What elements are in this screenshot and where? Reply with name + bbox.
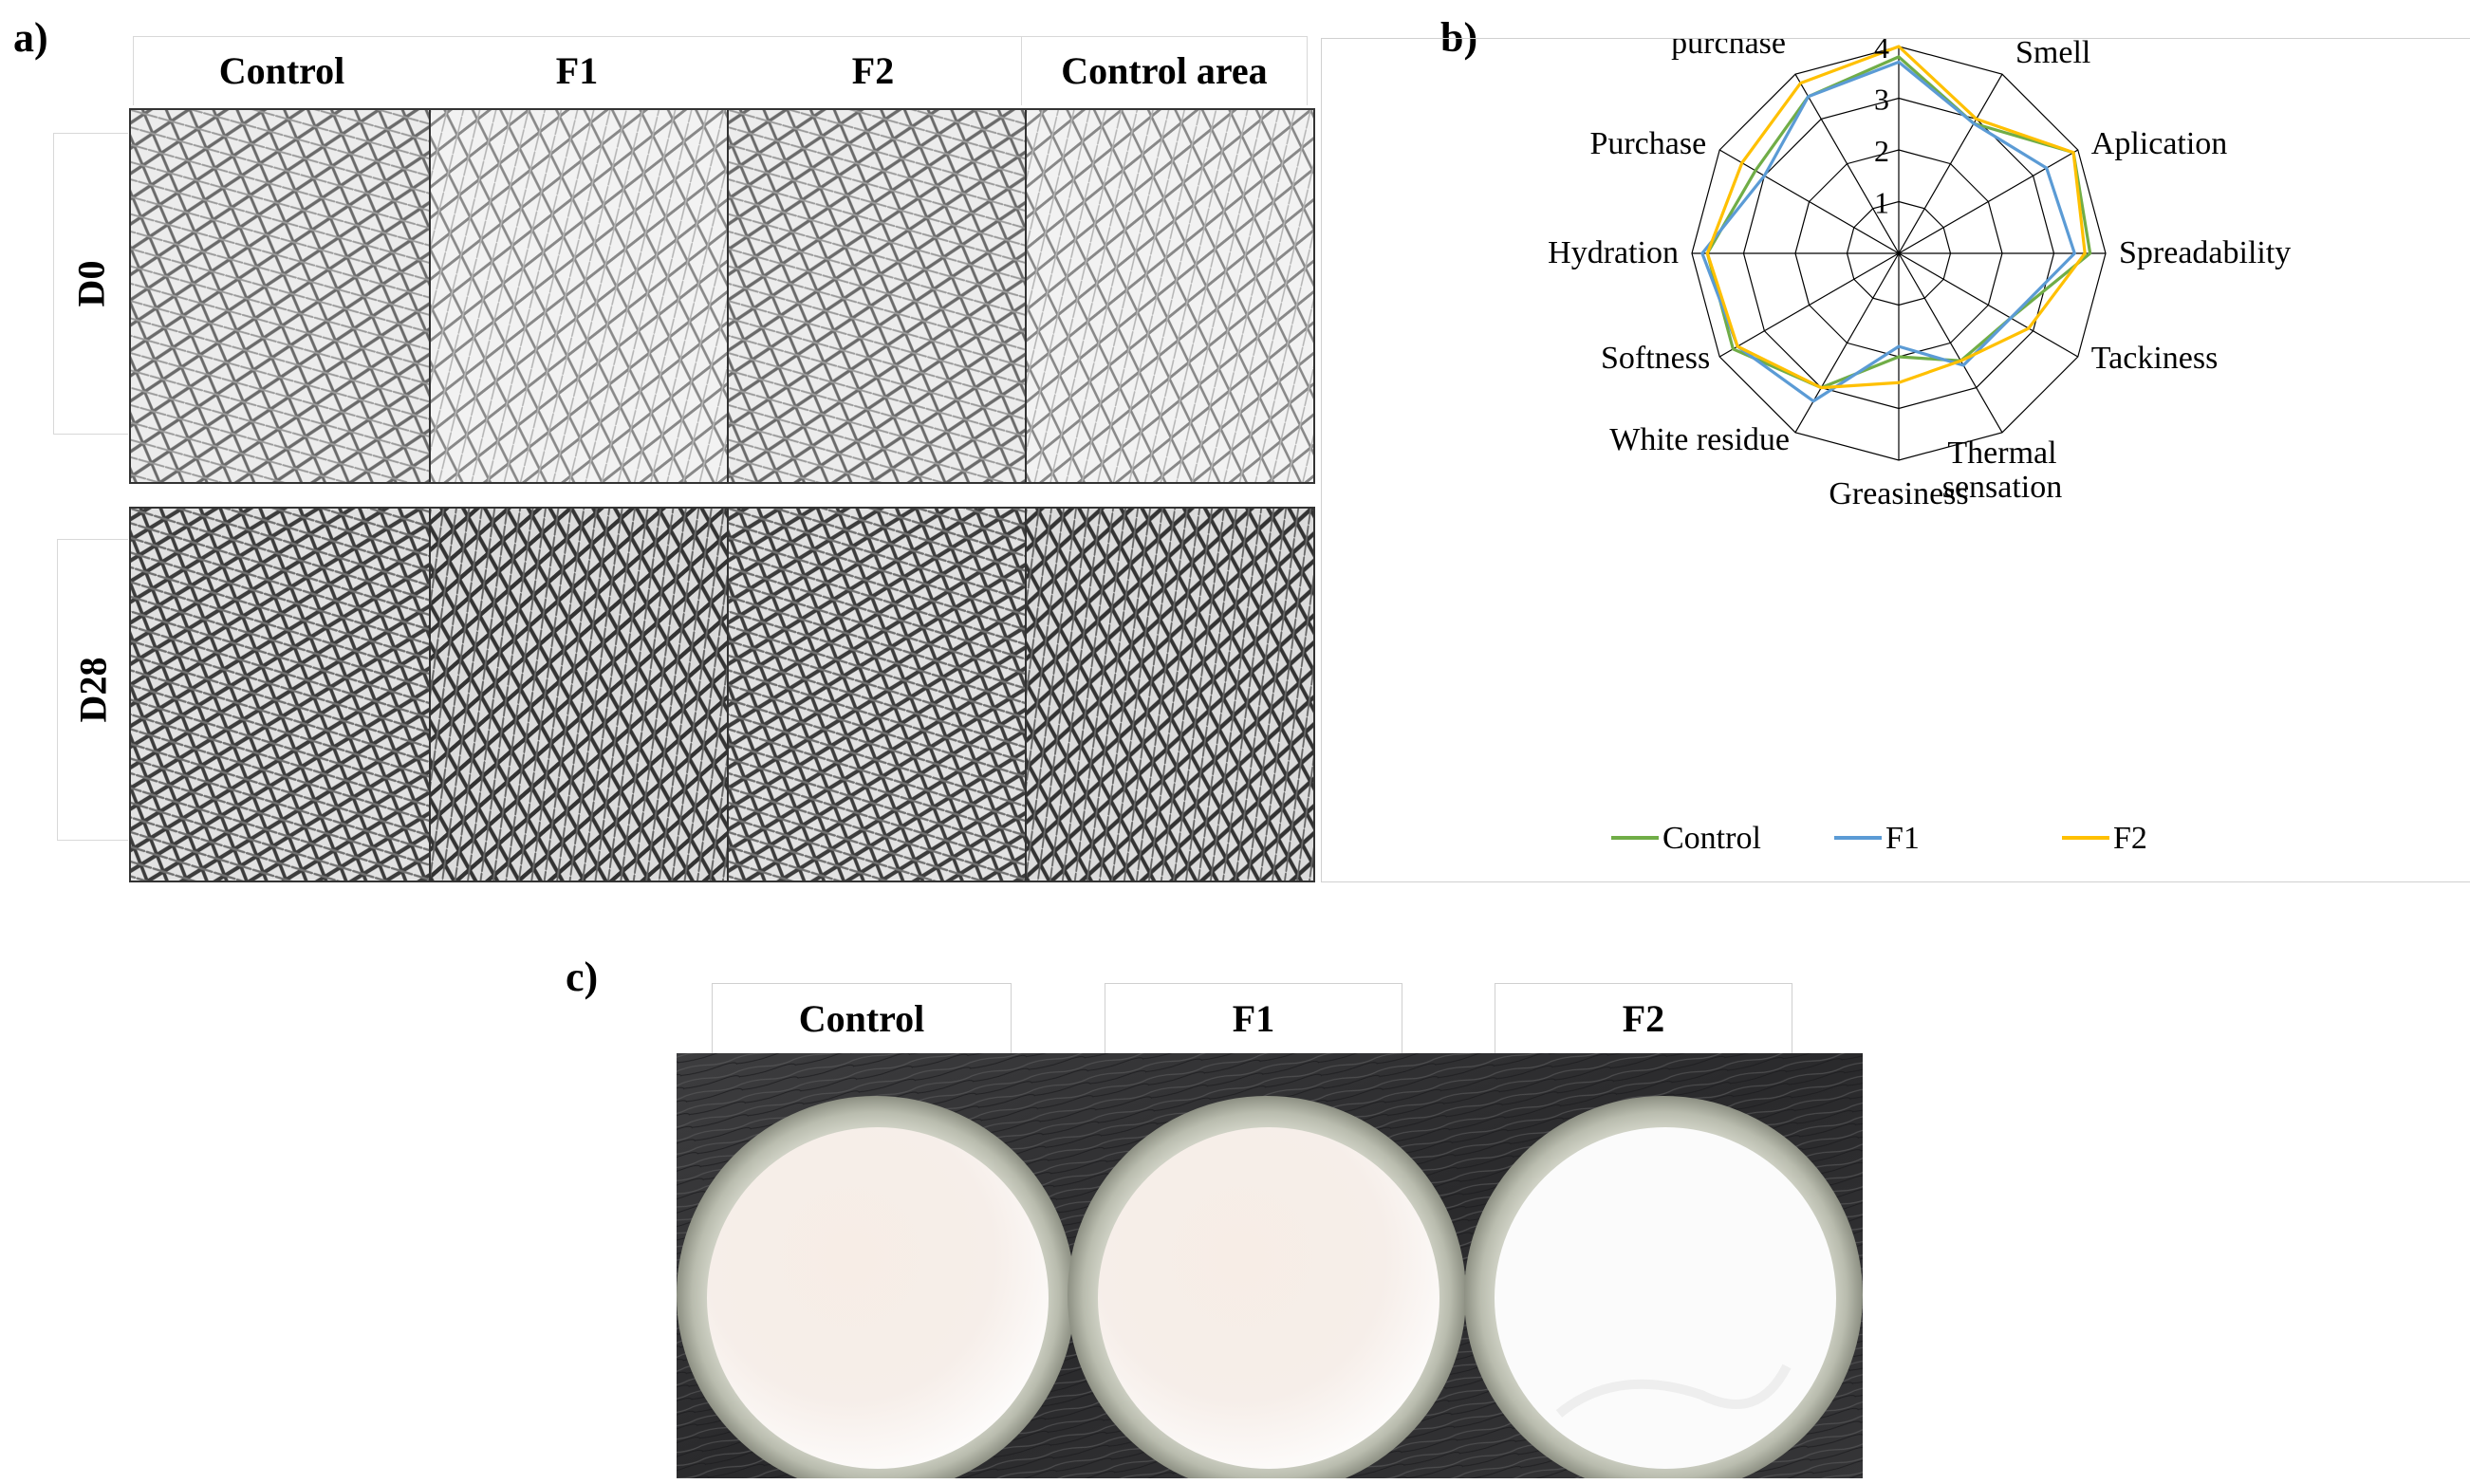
skin-texture-image: [729, 509, 1025, 881]
cream-jars-image: [677, 1053, 1863, 1484]
legend-label: F2: [2113, 821, 2147, 856]
radar-axis-label-line: Thermal: [1947, 436, 2056, 471]
radar-grid: [1691, 46, 2107, 461]
radar-axis-label: White residue: [1609, 422, 1790, 457]
radar-axis-label: Aplication: [2091, 126, 2228, 161]
skin-replica-d28-f2: [729, 509, 1027, 881]
legend-label: F1: [1885, 821, 1920, 856]
jar-control: [677, 1096, 1075, 1484]
row-label-d0: D0: [53, 133, 128, 435]
jar-f2: [1464, 1096, 1863, 1484]
radar-axis-label: Softness: [1601, 341, 1710, 376]
radar-axis-label: Hydration: [1548, 235, 1679, 270]
jar-header-f1: F1: [1105, 983, 1402, 1054]
radar-axis-label-line: sensation: [1942, 470, 2063, 505]
skin-replica-grid-d0: [129, 108, 1315, 484]
skin-replica-d0-control: [131, 110, 431, 482]
legend-label: Control: [1662, 821, 1761, 856]
radar-axis-label-line: Aplication: [2091, 126, 2228, 161]
radar-spoke: [1794, 252, 1900, 434]
radar-axis-label-line: Purchase: [1589, 126, 1706, 161]
panel-label-c: c): [566, 954, 599, 1000]
radar-series-f2: [1705, 45, 2087, 390]
radar-legend: Control F1 F2: [1611, 821, 2147, 856]
jar-header-control: Control: [712, 983, 1012, 1054]
skin-texture-image: [131, 110, 429, 482]
panel-label-b: b): [1440, 14, 1478, 61]
radar-spoke: [1898, 252, 2079, 358]
skin-replica-grid-d28: [129, 507, 1315, 882]
radar-axis-label-line: Greasiness: [1829, 476, 1968, 511]
radar-axis-label-line: Spreadability: [2119, 235, 2291, 270]
radar-tick-labels: 1 2 3 4: [1874, 30, 1889, 220]
skin-texture-image: [1027, 509, 1313, 881]
radar-axis-label-line: Hydration: [1548, 235, 1679, 270]
column-header-control: Control: [133, 36, 431, 105]
row-label-d0-text: D0: [69, 260, 113, 307]
radar-tick-label: 1: [1874, 186, 1889, 220]
panel-label-a: a): [13, 14, 48, 61]
radar-series-f1: [1700, 60, 2076, 403]
radar-axis-label: Tackiness: [2091, 341, 2219, 376]
jar-header-f2: F2: [1495, 983, 1792, 1054]
radar-tick-label: 3: [1874, 83, 1889, 117]
radar-tick-label: 2: [1874, 134, 1889, 168]
radar-spoke: [1898, 252, 2003, 434]
radar-axis-label: Purchase: [1589, 126, 1706, 161]
radar-series-group: [1700, 45, 2092, 403]
column-header-f2: F2: [725, 36, 1021, 105]
radar-axis-label: Smell: [2015, 39, 2090, 70]
jar-f1: [1068, 1096, 1466, 1484]
radar-spoke: [1718, 149, 1900, 254]
skin-replica-d28-control: [131, 509, 431, 881]
radar-spoke: [1898, 73, 2003, 254]
radar-axis-label: Spreadability: [2119, 235, 2291, 270]
skin-replica-d0-control-area: [1027, 110, 1313, 482]
radar-axis-label-line: Softness: [1601, 341, 1710, 376]
skin-texture-image: [729, 110, 1025, 482]
radar-axis-label-line: purchase: [1671, 39, 1786, 61]
radar-spoke: [1898, 149, 2079, 254]
column-header-control-area: Control area: [1021, 36, 1308, 105]
radar-axis-label: Sustainablepurchase: [1637, 39, 1786, 61]
skin-texture-image: [1027, 110, 1313, 482]
radar-spoke: [1718, 252, 1900, 358]
skin-replica-d28-f1: [431, 509, 729, 881]
row-label-d28-text: D28: [71, 657, 115, 723]
radar-axis-label-line: White residue: [1609, 422, 1790, 457]
column-header-f1: F1: [429, 36, 725, 105]
skin-texture-image: [131, 509, 429, 881]
radar-axis-label: Greasiness: [1829, 476, 1968, 511]
skin-replica-d0-f1: [431, 110, 729, 482]
skin-replica-d0-f2: [729, 110, 1027, 482]
radar-axis-label-line: Smell: [2015, 39, 2090, 70]
skin-texture-image: [431, 509, 727, 881]
skin-replica-d28-control-area: [1027, 509, 1313, 881]
radar-axis-label-line: Tackiness: [2091, 341, 2219, 376]
skin-texture-image: [431, 110, 727, 482]
radar-axis-labels: Visual aspectSmellAplicationSpreadabilit…: [1548, 0, 2291, 511]
row-label-d28: D28: [57, 539, 128, 841]
radar-spoke: [1794, 73, 1900, 254]
radar-tick-label: 4: [1874, 39, 1889, 65]
cream-jars-photo: [677, 1053, 1863, 1484]
